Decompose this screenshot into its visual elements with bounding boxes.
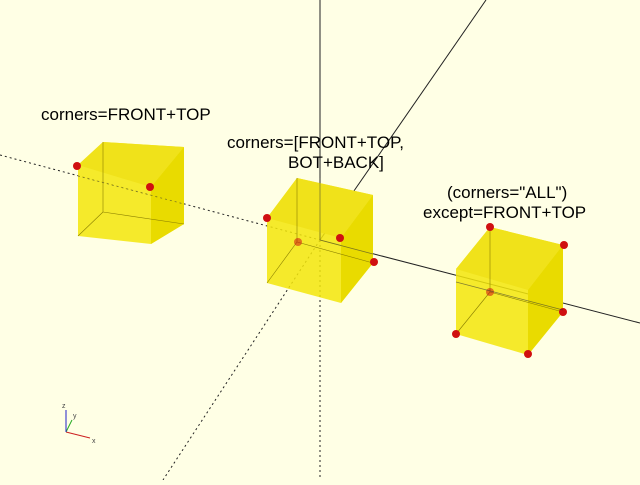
cube-3-corner-marker [524,350,532,358]
cube-2[interactable] [263,178,378,303]
cube-2-corner-marker [263,214,271,222]
cube-2-hidden-edges [266,178,374,284]
cube-1-hidden-edges [77,142,185,237]
cube-2-corner-marker [294,238,302,246]
cube-3-corner-marker [452,330,460,338]
cube-2-label-line-1: corners=[FRONT+TOP, [227,133,404,152]
cube-2-corner-marker [336,234,344,242]
cube-1-corner-marker [73,162,81,170]
cube-1[interactable] [73,142,185,244]
cube-3-top-face [456,227,563,290]
cube-1-right-face [151,147,184,244]
cube-2-label-line-2: BOT+BACK] [288,153,384,172]
gizmo-z-label: z [62,403,66,410]
gizmo-x-axis [65,431,91,439]
scene-axes-overlay [77,175,564,311]
gizmo-y-axis [65,419,73,433]
cube-2-right-face [341,195,373,303]
cube-1-corner-marker [146,183,154,191]
cube-3-label-line-1: (corners="ALL") [447,183,567,202]
cube-3-corner-marker [486,223,494,231]
cube-3-label-line-2: except=FRONT+TOP [423,203,586,222]
axes-gizmo: x y z [62,403,96,445]
cube-3-corner-marker [560,241,568,249]
cube-2-corner-marker [370,258,378,266]
gizmo-y-label: y [73,413,77,420]
cube-3[interactable] [452,223,568,358]
cube-3-corner-marker [559,308,567,316]
cube-3-hidden-edges [455,227,564,335]
gizmo-x-label: x [92,438,96,445]
cube-labels: corners=FRONT+TOP corners=[FRONT+TOP, BO… [41,105,586,222]
cube-3-right-face [528,245,563,355]
cube-1-top-face [78,142,184,187]
cube-1-label: corners=FRONT+TOP [41,105,211,124]
